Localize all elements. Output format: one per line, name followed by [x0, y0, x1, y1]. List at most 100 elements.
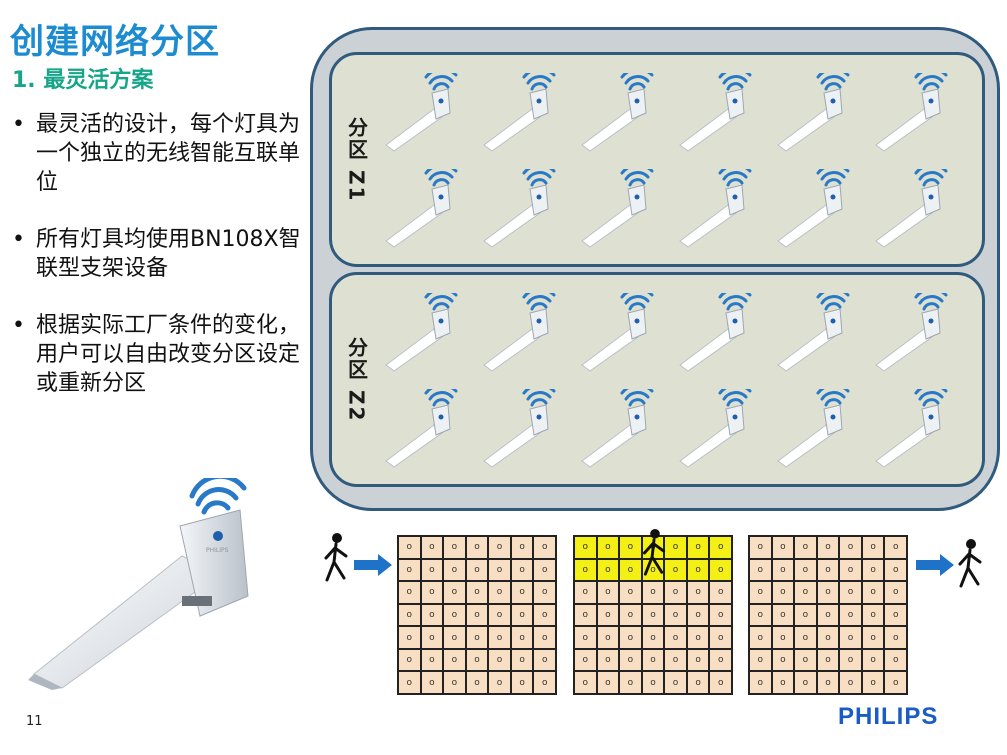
grid-cell-lit: o [686, 536, 710, 559]
fixture-grid [382, 281, 982, 481]
grid-cell: o [839, 536, 862, 559]
page-number: 11 [26, 714, 43, 729]
grid-cell: o [533, 626, 556, 649]
grid-cell: o [794, 603, 817, 627]
grid-cell: o [596, 581, 620, 604]
grid-cell: o [816, 671, 840, 694]
grid-cell: o [443, 671, 466, 694]
led-fixture [774, 383, 864, 469]
led-fixture [382, 67, 472, 153]
bullet-marker: • [12, 112, 25, 137]
grid-cell: o [816, 558, 840, 582]
grid-cell: o [465, 581, 489, 604]
grid-cell: o [816, 648, 840, 672]
right-arrow-icon [354, 554, 392, 576]
grid-cell: o [749, 536, 772, 559]
grid-cell: o [709, 671, 732, 694]
grid-cell: o [443, 558, 466, 582]
led-fixture [382, 287, 472, 373]
grid-cell: o [398, 581, 421, 604]
grid-cell: o [510, 603, 534, 627]
grid-cell: o [619, 671, 642, 694]
grid-cell: o [398, 558, 421, 582]
grid-cell: o [533, 581, 556, 604]
grid-cell: o [771, 671, 795, 694]
grid-cell: o [420, 581, 444, 604]
grid-cell: o [709, 648, 732, 672]
led-fixture [872, 383, 962, 469]
grid-cell: o [861, 626, 885, 649]
fixture-brand-text: PHILIPS [206, 547, 229, 554]
grid-cell: o [488, 581, 511, 604]
grid-cell: o [420, 603, 444, 627]
led-fixture [382, 163, 472, 249]
grid-cell: o [443, 536, 466, 559]
grid-cell: o [749, 626, 772, 649]
grid-cell: o [533, 603, 556, 627]
grid-cell: o [574, 648, 597, 672]
grid-cell: o [839, 603, 862, 627]
grid-cell: o [861, 648, 885, 672]
grid-cell: o [488, 626, 511, 649]
grid-cell: o [709, 581, 732, 604]
grid-cell: o [596, 603, 620, 627]
zone-diagram: 分区 Z1 [310, 27, 1000, 511]
led-fixture [872, 287, 962, 373]
grid-cell: o [686, 671, 710, 694]
grid-cell-lit: o [709, 536, 732, 559]
grid-cell: o [443, 581, 466, 604]
led-fixture [578, 383, 668, 469]
grid-cell: o [861, 536, 885, 559]
grid-cell: o [771, 626, 795, 649]
grid-cell: o [533, 671, 556, 694]
led-fixture [578, 67, 668, 153]
zone-label: 分区 Z2 [344, 337, 369, 423]
grid-cell: o [771, 558, 795, 582]
philips-logo: PHILIPS [838, 703, 939, 730]
grid-cell: o [884, 626, 907, 649]
grid-cell-lit: o [619, 536, 642, 559]
led-fixture [382, 383, 472, 469]
zone-z2: 分区 Z2 [329, 272, 985, 487]
grid-cell: o [619, 626, 642, 649]
led-fixture [774, 287, 864, 373]
grid-cell-lit: o [664, 536, 687, 559]
grid-cell: o [574, 603, 597, 627]
grid-cell: o [488, 603, 511, 627]
grid-cell: o [420, 536, 444, 559]
grid-cell: o [596, 626, 620, 649]
led-fixture [480, 163, 570, 249]
grid-cell: o [839, 626, 862, 649]
led-fixture [676, 383, 766, 469]
walking-person-icon [642, 528, 666, 576]
grid-cell: o [443, 648, 466, 672]
grid-cell-lit: o [574, 558, 597, 582]
grid-cell: o [465, 648, 489, 672]
grid-cell: o [420, 626, 444, 649]
zone-z1: 分区 Z1 [329, 52, 985, 267]
grid-cell: o [771, 603, 795, 627]
grid-cell-lit: o [709, 558, 732, 582]
grid-cell: o [510, 626, 534, 649]
grid-cell: o [794, 558, 817, 582]
bullet-item: •所有灯具均使用BN108X智联型支架设备 [10, 225, 310, 283]
grid-cell: o [641, 626, 665, 649]
led-fixture [774, 163, 864, 249]
grid-cell: o [686, 603, 710, 627]
walking-person-icon [958, 539, 982, 588]
led-fixture [774, 67, 864, 153]
grid-cell-lit: o [596, 558, 620, 582]
grid-cell: o [816, 536, 840, 559]
grid-cell: o [510, 558, 534, 582]
zone-label: 分区 Z1 [344, 117, 369, 203]
grid-cell: o [641, 581, 665, 604]
grid-cell: o [709, 603, 732, 627]
grid-cell: o [749, 558, 772, 582]
grid-cell: o [794, 648, 817, 672]
grid-cell: o [664, 671, 687, 694]
grid-cell: o [884, 648, 907, 672]
led-batten-fixture-large: PHILIPS [28, 478, 249, 690]
grid-cell: o [465, 558, 489, 582]
